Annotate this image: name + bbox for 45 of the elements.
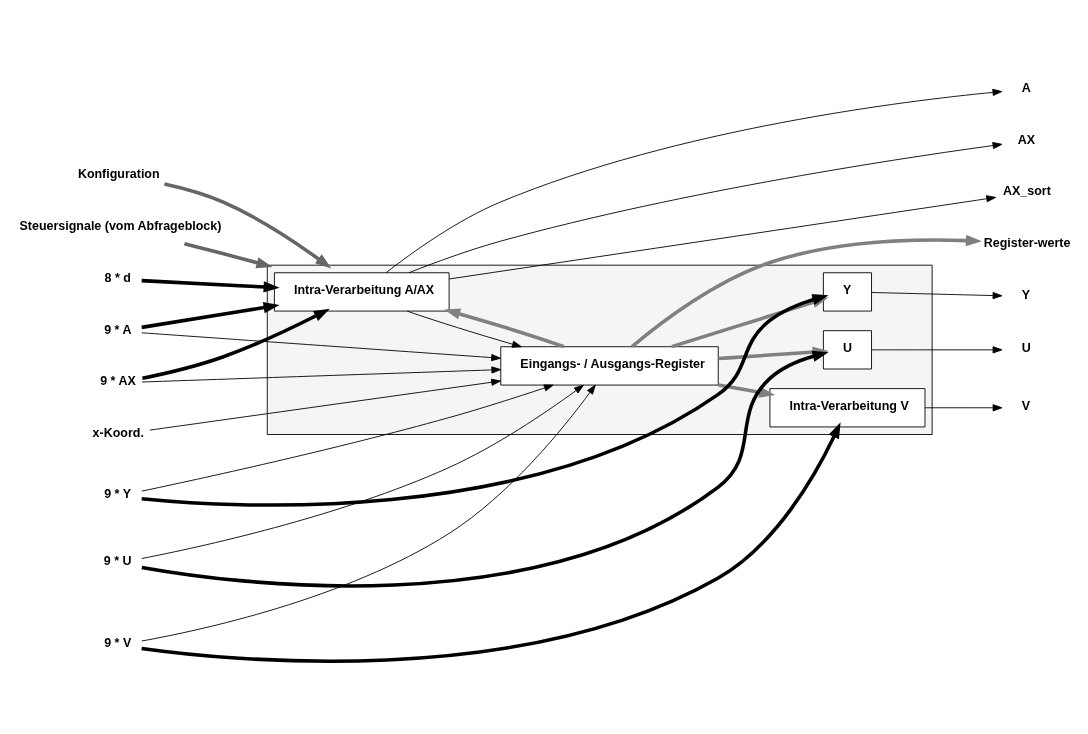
node-text: A — [1021, 80, 1031, 95]
node-text: 9 * AX — [100, 373, 136, 388]
arrow — [406, 310, 522, 348]
node-box: Y — [822, 271, 872, 312]
node-text: AX_sort — [1002, 183, 1051, 198]
node-text: 8 * d — [104, 270, 131, 285]
arrow — [141, 384, 596, 641]
arrow — [448, 194, 997, 279]
arrow — [141, 384, 584, 559]
arrow — [630, 234, 982, 348]
node-text: AX — [1017, 132, 1036, 147]
node-text: 9 * U — [103, 553, 132, 568]
node-box: Intra-Verarbeitung V — [769, 387, 926, 427]
node-text: 9 * Y — [104, 486, 131, 501]
arrow — [924, 403, 1003, 411]
arrow — [141, 421, 841, 663]
arrow — [444, 307, 565, 348]
arrow — [141, 365, 502, 382]
arrow — [141, 331, 501, 361]
arrow — [871, 345, 1003, 353]
node-box: Intra-Verarbeitung A/AX — [273, 271, 450, 312]
arrow — [141, 301, 280, 329]
arrow — [149, 378, 501, 431]
node-text: Y — [1021, 287, 1031, 302]
node-box: Eingangs- / Ausgangs-Register — [500, 345, 719, 385]
node-text: x-Koord. — [92, 425, 144, 440]
arrow — [385, 88, 1003, 273]
arrow — [871, 291, 1003, 299]
node-text: 9 * V — [104, 635, 132, 650]
node-text: 9 * A — [104, 322, 132, 337]
node-box: U — [822, 329, 872, 369]
node-text: Konfiguration — [77, 166, 160, 181]
arrow — [408, 141, 1003, 273]
node-text: U — [1021, 340, 1031, 355]
arrow — [142, 308, 330, 380]
node-text: Register-werte — [983, 235, 1071, 250]
arrow — [141, 383, 554, 492]
arrow — [164, 181, 332, 268]
node-text: V — [1021, 398, 1031, 413]
arrow — [141, 278, 280, 293]
arrow — [141, 350, 829, 588]
node-text: Steuersignale (vom Abfrageblock) — [19, 218, 222, 233]
arrow — [718, 382, 776, 398]
arrow — [184, 241, 273, 268]
cluster — [266, 264, 933, 435]
